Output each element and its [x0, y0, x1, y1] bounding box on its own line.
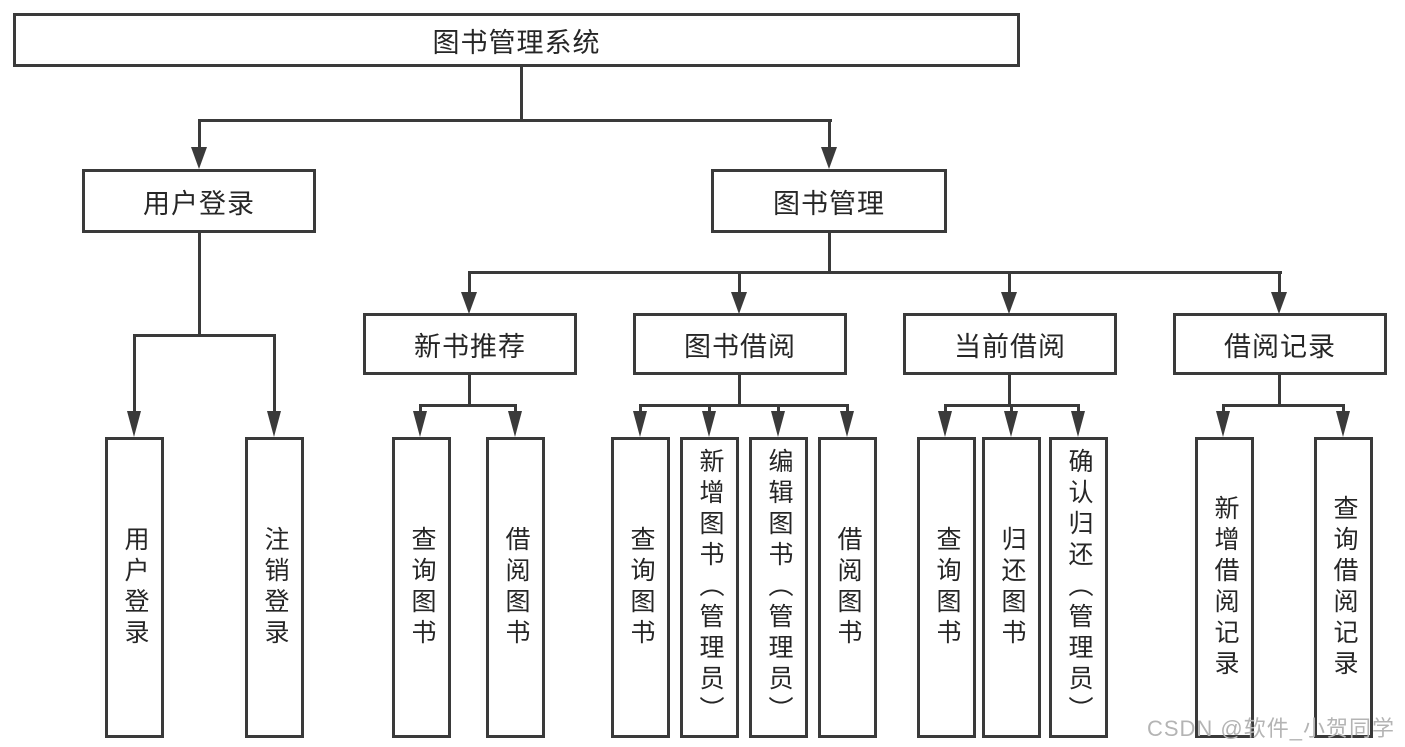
arrow-down-icon [633, 411, 647, 437]
connector-level3-branch [468, 271, 1282, 274]
arrow-down-icon [840, 411, 854, 437]
leaf-edit-book-admin: 编辑图书（管理员） [749, 437, 808, 738]
arrow-down-icon [1001, 292, 1017, 314]
connector-leaf-drop [133, 334, 136, 413]
connector-leaf-branch [639, 404, 849, 407]
connector-leaf-drop [1342, 404, 1345, 414]
connector-user-login-drop [198, 119, 201, 150]
connector-book-mgmt-drop [828, 119, 831, 150]
node-new-book-recommendation: 新书推荐 [363, 313, 577, 375]
leaf-logout: 注销登录 [245, 437, 304, 738]
connector-parent-stem [1008, 375, 1011, 407]
node-borrowing-records: 借阅记录 [1173, 313, 1387, 375]
connector-level2-branch [198, 119, 832, 122]
connector-level3-drop [468, 271, 471, 295]
connector-leaf-drop [639, 404, 642, 414]
connector-level3-drop [738, 271, 741, 295]
arrow-down-icon [1004, 411, 1018, 437]
arrow-down-icon [1271, 292, 1287, 314]
watermark: CSDN @软件_小贺同学 [1146, 716, 1395, 741]
connector-user-login-branch [133, 334, 276, 337]
leaf-query-books-recommend: 查询图书 [392, 437, 451, 738]
connector-leaf-drop [944, 404, 947, 414]
arrow-down-icon [461, 292, 477, 314]
arrow-down-icon [127, 411, 141, 437]
leaf-user-login: 用户登录 [105, 437, 164, 738]
leaf-return-book: 归还图书 [982, 437, 1041, 738]
leaf-query-books-current: 查询图书 [917, 437, 976, 738]
connector-leaf-branch [419, 404, 517, 407]
connector-leaf-drop [777, 404, 780, 414]
connector-user-login-stem [198, 233, 201, 337]
leaf-confirm-return-admin: 确认归还（管理员） [1049, 437, 1108, 738]
node-current-borrowing: 当前借阅 [903, 313, 1117, 375]
connector-leaf-branch [1222, 404, 1345, 407]
leaf-borrow-books-recommend: 借阅图书 [486, 437, 545, 738]
node-book-management: 图书管理 [711, 169, 947, 233]
connector-level3-drop [1278, 271, 1281, 295]
connector-root-stem [520, 67, 523, 122]
leaf-borrow-books-borrowing: 借阅图书 [818, 437, 877, 738]
arrow-down-icon [702, 411, 716, 437]
leaf-add-borrow-record: 新增借阅记录 [1195, 437, 1254, 738]
connector-leaf-drop [1077, 404, 1080, 414]
arrow-down-icon [1216, 411, 1230, 437]
arrow-down-icon [413, 411, 427, 437]
arrow-down-icon [771, 411, 785, 437]
arrow-down-icon [1071, 411, 1085, 437]
leaf-query-borrow-record: 查询借阅记录 [1314, 437, 1373, 738]
arrow-down-icon [1336, 411, 1350, 437]
connector-parent-stem [468, 375, 471, 407]
node-user-login: 用户登录 [82, 169, 316, 233]
connector-leaf-drop [514, 404, 517, 414]
connector-level3-drop [1008, 271, 1011, 295]
arrow-down-icon [267, 411, 281, 437]
connector-leaf-drop [1010, 404, 1013, 414]
arrow-down-icon [938, 411, 952, 437]
connector-book-mgmt-stem [828, 233, 831, 274]
connector-parent-stem [738, 375, 741, 407]
connector-leaf-drop [419, 404, 422, 414]
node-book-borrowing: 图书借阅 [633, 313, 847, 375]
arrow-down-icon [821, 147, 837, 169]
arrow-down-icon [731, 292, 747, 314]
leaf-query-books-borrowing: 查询图书 [611, 437, 670, 738]
connector-leaf-drop [273, 334, 276, 413]
connector-parent-stem [1278, 375, 1281, 407]
arrow-down-icon [191, 147, 207, 169]
connector-leaf-drop [708, 404, 711, 414]
connector-leaf-drop [1222, 404, 1225, 414]
node-root: 图书管理系统 [13, 13, 1020, 67]
arrow-down-icon [508, 411, 522, 437]
leaf-add-book-admin: 新增图书（管理员） [680, 437, 739, 738]
connector-leaf-drop [846, 404, 849, 414]
